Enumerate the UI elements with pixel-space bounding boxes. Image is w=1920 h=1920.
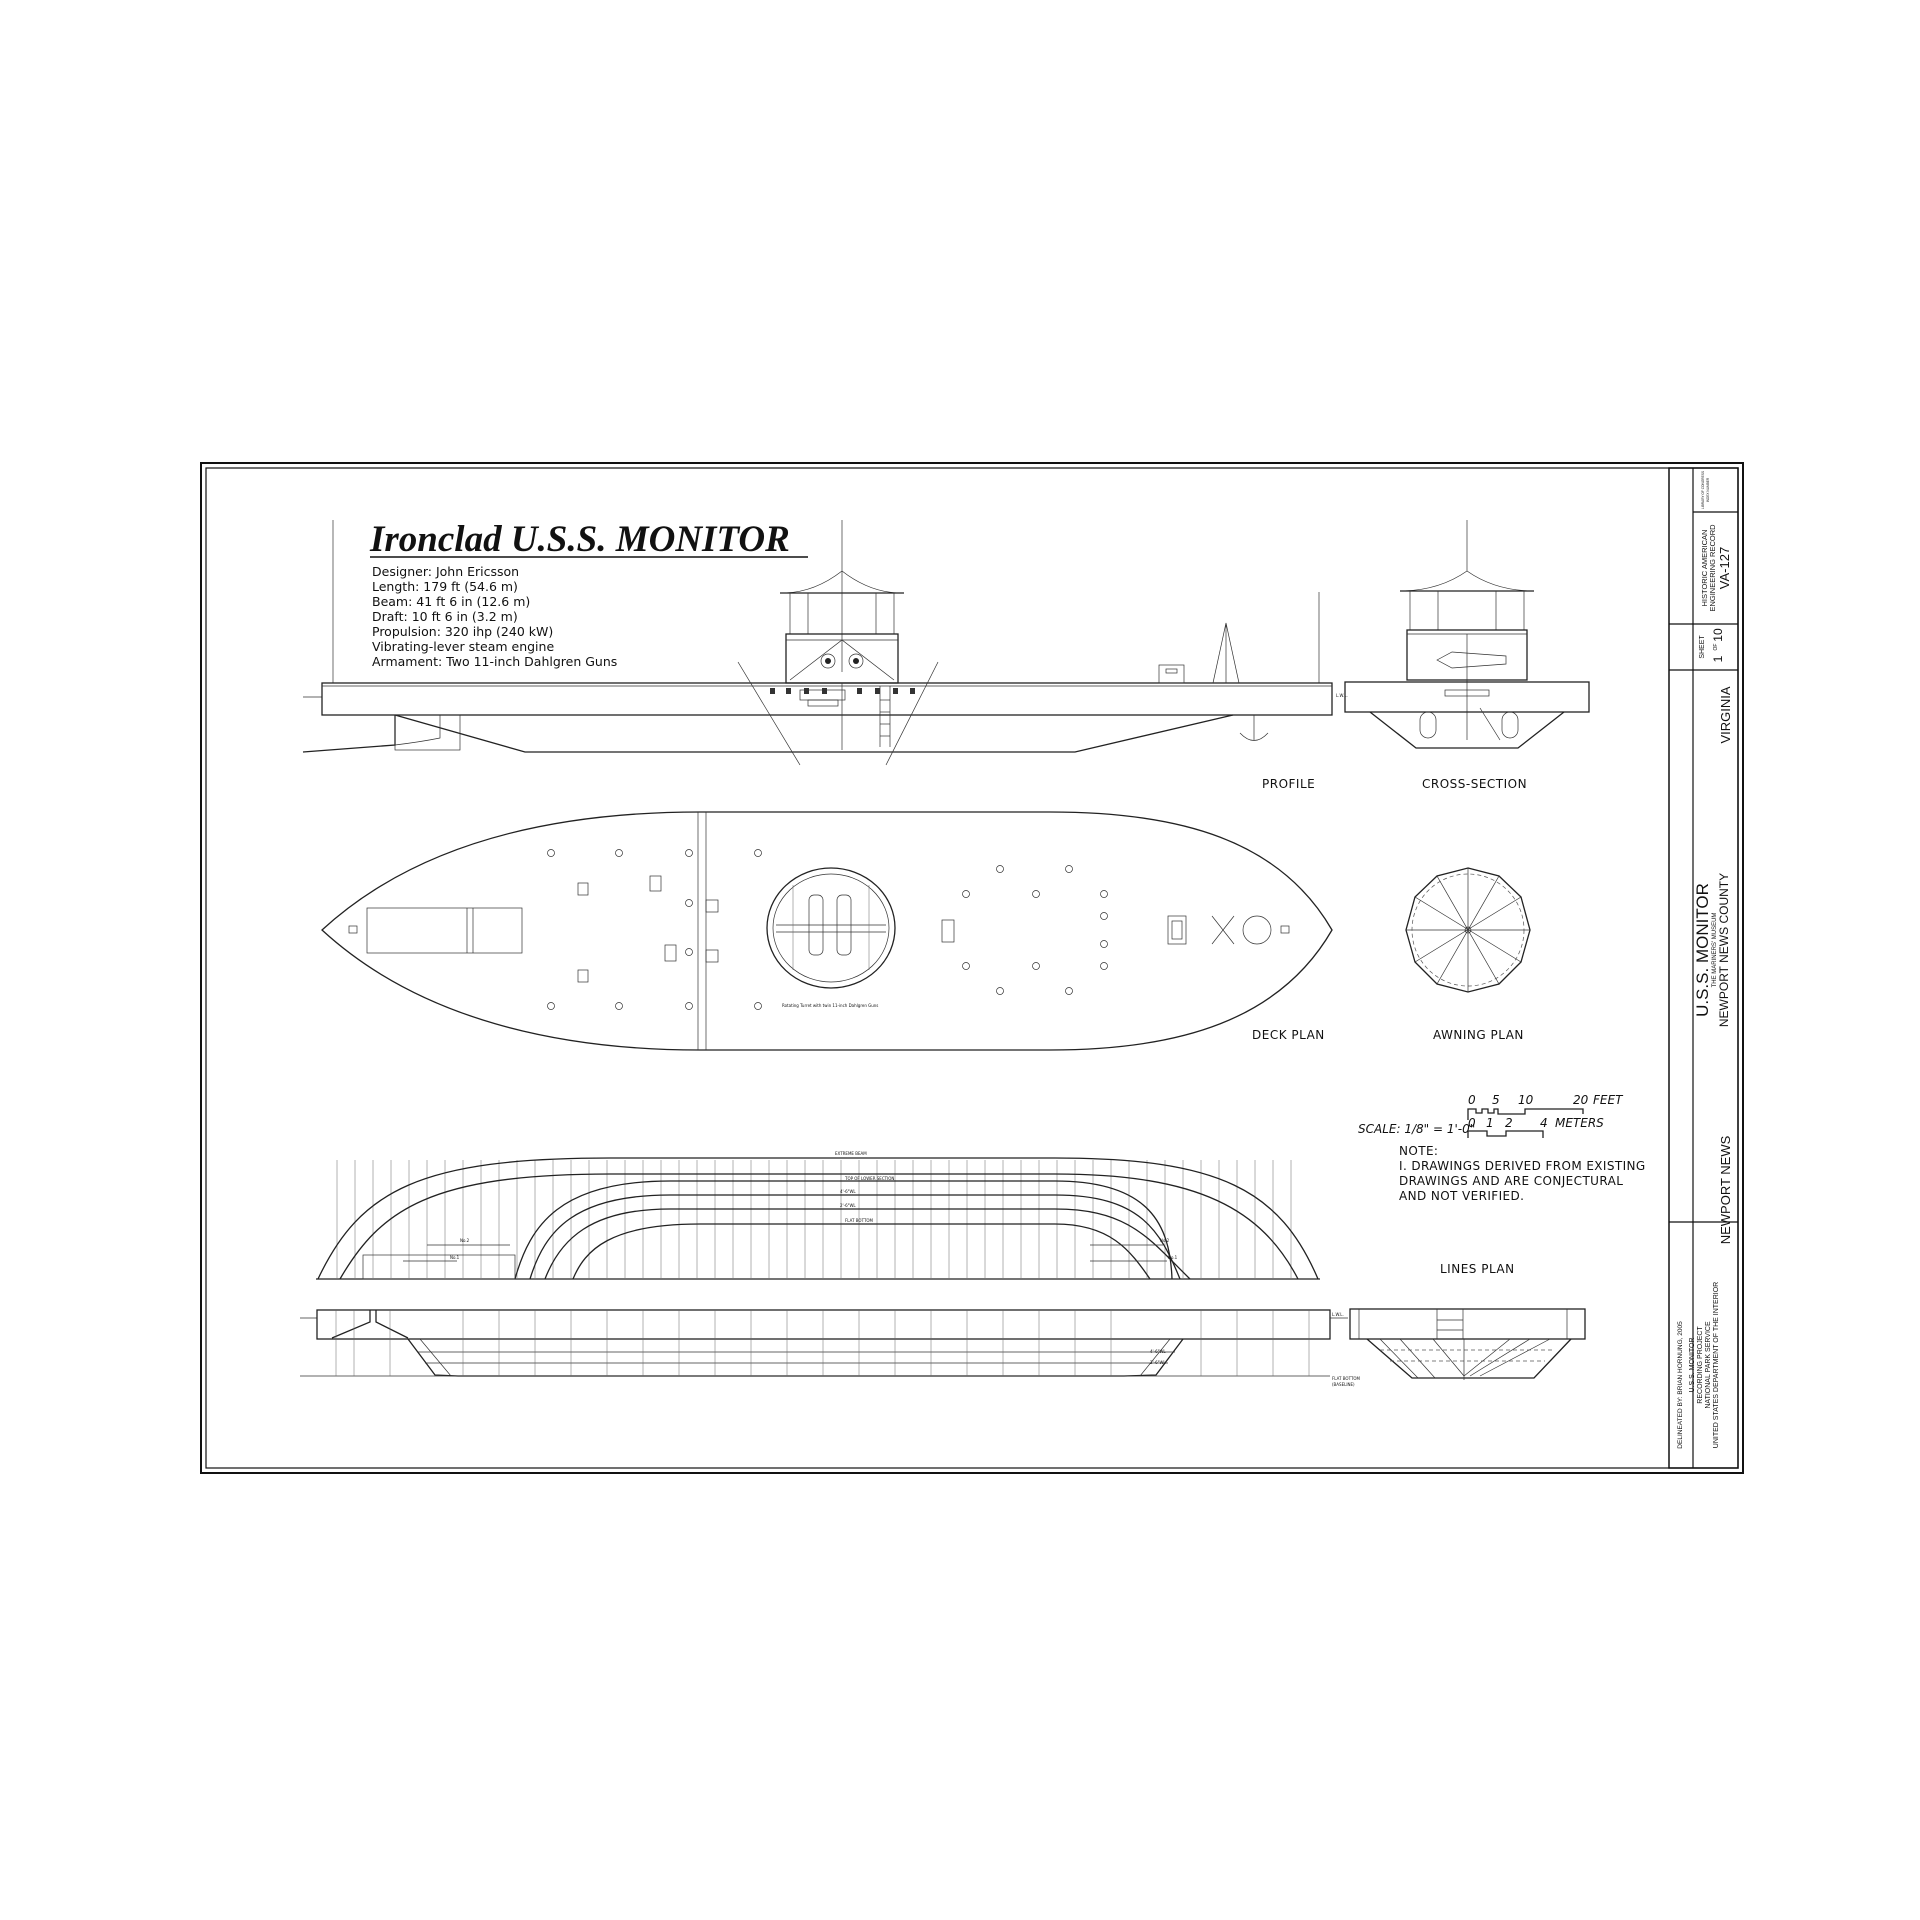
note-line-1: I. DRAWINGS DERIVED FROM EXISTING [1399,1159,1646,1173]
delineated-by: DELINEATED BY: BRIAN HORNUNG, 2005 [1677,1321,1684,1449]
turret-profile [737,520,939,766]
title-block-main: Ironclad U.S.S. MONITOR Designer: John E… [369,519,808,669]
svg-text:METERS: METERS [1555,1116,1604,1130]
svg-text:RECORDING PROJECT: RECORDING PROJECT [1697,1326,1704,1404]
sheet-title: Ironclad U.S.S. MONITOR [369,519,790,560]
spec-armament: Armament: Two 11-inch Dahlgren Guns [372,654,617,669]
spec-length: Length: 179 ft (54.6 m) [372,579,518,594]
flat-bottom-baseline-label: FLAT BOTTOM [1332,1376,1361,1381]
deck-plan-drawing: Rotating Turret with twin 11-inch Dahlgr… [321,811,1333,1051]
state-box: VIRGINIA [1718,686,1733,743]
svg-text:UNITED STATES DEPARTMENT OF TH: UNITED STATES DEPARTMENT OF THE INTERIOR [1713,1282,1720,1448]
svg-text:4: 4 [1540,1116,1548,1130]
svg-text:L.W.L.: L.W.L. [1332,1312,1344,1317]
spec-list: Designer: John Ericsson Length: 179 ft (… [372,564,617,669]
svg-text:10: 10 [1518,1093,1534,1107]
svg-text:(BASELINE): (BASELINE) [1332,1382,1355,1387]
svg-text:FEET: FEET [1593,1093,1624,1107]
note-line-3: AND NOT VERIFIED. [1399,1189,1524,1203]
city-box: NEWPORT NEWS [1718,1135,1733,1244]
svg-text:0: 0 [1468,1093,1476,1107]
lines-plan-body: LINES PLAN [1349,1262,1586,1380]
drawing-note: NOTE: I. DRAWINGS DERIVED FROM EXISTING … [1399,1144,1646,1203]
spec-draft: Draft: 10 ft 6 in (3.2 m) [372,609,518,624]
note-heading: NOTE: [1399,1144,1438,1158]
spec-designer: Designer: John Ericsson [372,564,519,579]
loc-index-box: LIBRARY OF CONGRESS INDEX NUMBER [1701,471,1710,509]
wl-4-6-label: 4'-6"WL [840,1189,856,1194]
agency-box: U.S.S. MONITOR RECORDING PROJECT NATIONA… [1689,1282,1720,1448]
svg-text:VIRGINIA: VIRGINIA [1718,686,1733,743]
extreme-beam-label: EXTREME BEAM [835,1151,867,1156]
svg-text:No.1: No.1 [1168,1255,1178,1260]
svg-text:No.2: No.2 [460,1238,470,1243]
cross-section-drawing: CROSS-SECTION [1344,520,1590,791]
wl-2-6-label: 2'-6"WL [840,1203,856,1208]
awning-plan-drawing: AWNING PLAN [1405,867,1531,1042]
profile-drawing: L.W.L. PROFILE [302,520,1348,791]
top-lower-section-label: TOP OF LOWER SECTION [844,1176,894,1181]
anchor-icon [1239,715,1269,741]
cross-section-label: CROSS-SECTION [1422,777,1527,791]
lwl-label: L.W.L. [1336,693,1348,698]
svg-text:1: 1 [1486,1116,1494,1130]
scale-bar: SCALE: 1/8" = 1'-0" 0 5 10 20 FEET 0 1 2… [1358,1093,1624,1138]
svg-text:No.2: No.2 [1160,1238,1170,1243]
lines-plan-label: LINES PLAN [1440,1262,1515,1276]
svg-text:LIBRARY OF CONGRESS: LIBRARY OF CONGRESS [1701,471,1705,509]
svg-text:No.1: No.1 [450,1255,460,1260]
title-block-strip: LIBRARY OF CONGRESS INDEX NUMBER HISTORI… [1668,467,1739,1469]
spec-beam: Beam: 41 ft 6 in (12.6 m) [372,594,530,609]
svg-text:THE MARINERS' MUSEUM: THE MARINERS' MUSEUM [1712,913,1718,988]
deck-plan-label: DECK PLAN [1252,1028,1325,1042]
svg-text:OF: OF [1713,644,1719,651]
svg-text:1: 1 [1711,655,1725,662]
svg-text:ENGINEERING RECORD: ENGINEERING RECORD [1708,524,1717,612]
turret-caption: Rotating Turret with twin 11-inch Dahlgr… [782,1003,878,1008]
svg-text:NEWPORT NEWS: NEWPORT NEWS [1718,1135,1733,1244]
profile-label: PROFILE [1262,777,1315,791]
svg-text:10: 10 [1711,628,1725,642]
svg-text:2: 2 [1505,1116,1513,1130]
svg-text:U.S.S. MONITOR: U.S.S. MONITOR [1689,1337,1696,1392]
sheet-number-box: SHEET 1 OF 10 [1699,628,1725,662]
svg-text:20: 20 [1573,1093,1589,1107]
svg-text:HISTORIC AMERICAN: HISTORIC AMERICAN [1700,530,1709,607]
svg-text:NEWPORT NEWS COUNTY: NEWPORT NEWS COUNTY [1717,873,1731,1027]
turret-plan [766,867,896,989]
flat-bottom-label: FLAT BOTTOM [845,1218,874,1223]
svg-text:5: 5 [1492,1093,1500,1107]
scale-label: SCALE: 1/8" = 1'-0" [1358,1122,1475,1136]
svg-text:0: 0 [1468,1116,1476,1130]
lines-plan-sheer: L.W.L. FLAT BOTTOM (BASELINE) 4'-6"WL 2'… [300,1309,1361,1387]
record-id: VA-127 [1717,547,1732,589]
deck-vents [547,849,1108,1010]
awning-plan-label: AWNING PLAN [1433,1028,1524,1042]
note-line-2: DRAWINGS AND ARE CONJECTURAL [1399,1174,1623,1188]
spec-engine: Vibrating-lever steam engine [372,639,554,654]
svg-text:DELINEATED BY: BRIAN HORNUNG,: DELINEATED BY: BRIAN HORNUNG, 2005 [1677,1321,1684,1449]
svg-text:2'-6"WL: 2'-6"WL [1150,1360,1166,1365]
project-name-box: U.S.S. MONITOR THE MARINERS' MUSEUM NEWP… [1693,873,1731,1027]
svg-text:SHEET: SHEET [1699,635,1706,659]
haer-record-box: HISTORIC AMERICAN ENGINEERING RECORD VA-… [1700,524,1732,612]
svg-text:NATIONAL PARK SERVICE: NATIONAL PARK SERVICE [1705,1321,1712,1409]
lines-plan-half-breadth: EXTREME BEAM TOP OF LOWER SECTION 4'-6"W… [316,1151,1320,1280]
svg-text:U.S.S. MONITOR: U.S.S. MONITOR [1693,883,1712,1017]
spec-propulsion: Propulsion: 320 ihp (240 kW) [372,624,553,639]
svg-text:4'-6"WL: 4'-6"WL [1150,1349,1166,1354]
svg-text:INDEX NUMBER: INDEX NUMBER [1706,477,1710,502]
